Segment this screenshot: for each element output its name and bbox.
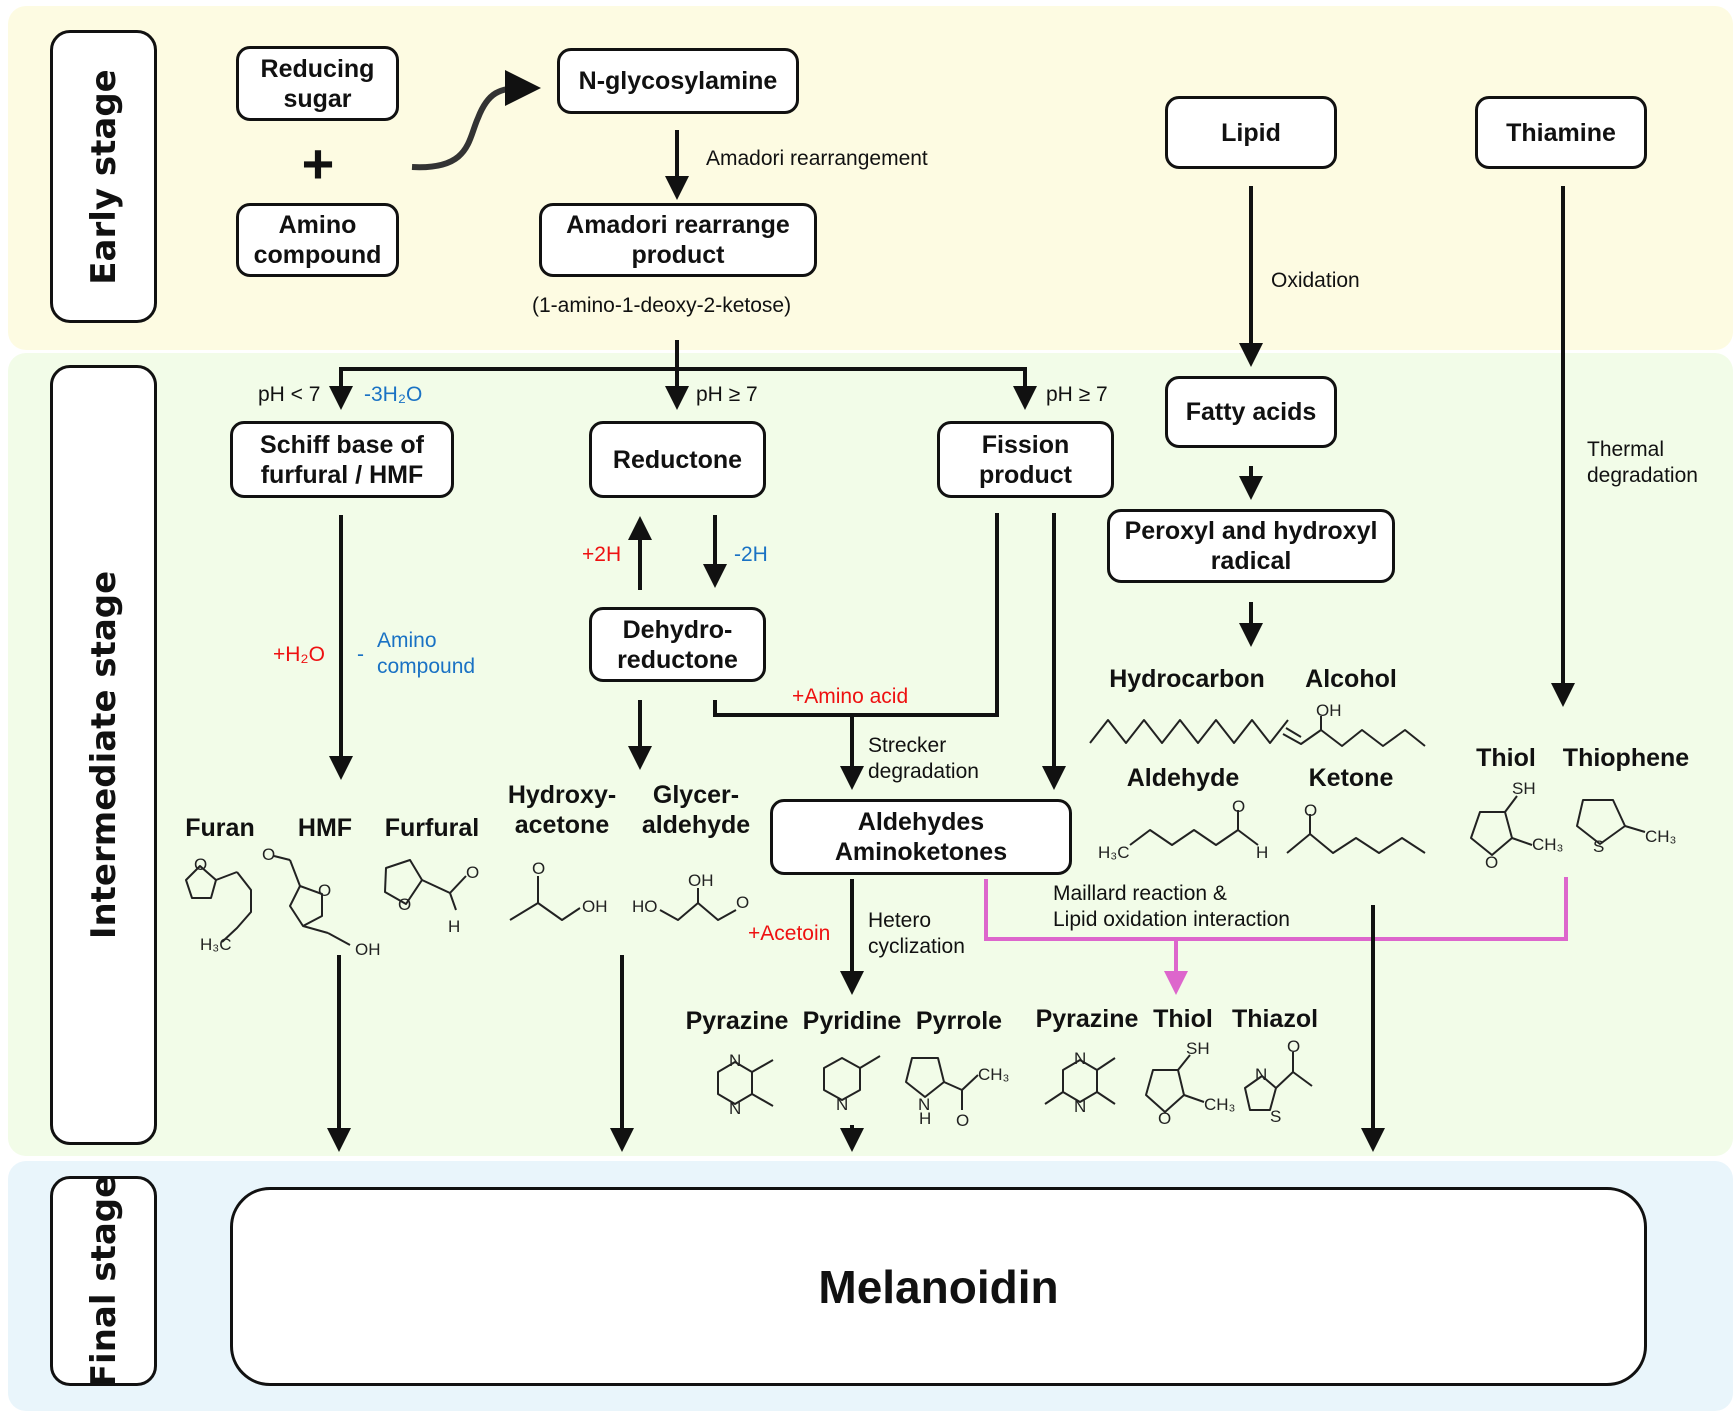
thermal-degradation-label: Thermal degradation <box>1587 438 1698 487</box>
final-stage-text: Final stage <box>83 1174 124 1388</box>
pyrrole-name: Pyrrole <box>915 1007 1003 1035</box>
early-stage-text: Early stage <box>83 68 124 285</box>
strecker-degradation-label: Strecker degradation <box>868 734 979 783</box>
intermediate-stage-label: Intermediate stage <box>50 365 157 1145</box>
amino-compound-node: Amino compound <box>236 203 399 277</box>
oxidation-label: Oxidation <box>1271 269 1360 292</box>
maillard-lipid-interaction-label: Maillard reaction & Lipid oxidation inte… <box>1053 882 1290 931</box>
ketone-name: Ketone <box>1308 764 1394 792</box>
n-glycosylamine-node: N-glycosylamine <box>557 48 799 114</box>
pyridine-name: Pyridine <box>802 1007 902 1035</box>
schiff-base-node: Schiff base of furfural / HMF <box>230 421 454 498</box>
ketose-label: (1-amino-1-deoxy-2-ketose) <box>532 294 792 317</box>
furan-name: Furan <box>185 814 255 842</box>
dehydroreductone-node: Dehydro- reductone <box>589 607 766 682</box>
thiazol-name: Thiazol <box>1231 1005 1319 1033</box>
aldehydes-aminoketones-node: Aldehydes Aminoketones <box>770 799 1072 875</box>
hetero-cyclization-label: Hetero cyclization <box>868 909 965 958</box>
early-stage-label: Early stage <box>50 30 157 323</box>
plus-2h-label: +2H <box>582 543 622 566</box>
minus-3h2o-label: -3H₂O <box>364 383 423 406</box>
plus-amino-acid-label: +Amino acid <box>792 685 909 708</box>
furfural-name: Furfural <box>384 814 480 842</box>
pyrazine-name-1: Pyrazine <box>685 1007 789 1035</box>
hydroxyacetone-name: Hydroxy- acetone <box>507 781 617 839</box>
thiol-name-2: Thiol <box>1153 1005 1213 1033</box>
glyceraldehyde-name: Glycer- aldehyde <box>641 781 751 839</box>
hmf-name: HMF <box>297 814 353 842</box>
fatty-acids-node: Fatty acids <box>1165 376 1337 448</box>
thiol-name-1: Thiol <box>1476 744 1536 772</box>
plus-h2o-label: +H₂O <box>273 643 325 666</box>
thiamine-node: Thiamine <box>1475 96 1647 169</box>
pyrazine-name-2: Pyrazine <box>1035 1005 1139 1033</box>
lipid-node: Lipid <box>1165 96 1337 169</box>
ph-below-7-label: pH < 7 <box>258 383 321 406</box>
alcohol-name: Alcohol <box>1305 665 1397 693</box>
intermediate-stage-text: Intermediate stage <box>83 570 124 940</box>
melanoidin-node: Melanoidin <box>230 1187 1647 1386</box>
amino-compound-removed-label: Amino compound <box>377 629 476 678</box>
amadori-rearrangement-label: Amadori rearrangement <box>706 147 928 170</box>
amadori-product-node: Amadori rearrange product <box>539 203 817 277</box>
minus-sign-label: - <box>357 643 364 666</box>
peroxyl-radical-node: Peroxyl and hydroxyl radical <box>1107 509 1395 583</box>
final-stage-label: Final stage <box>50 1174 157 1388</box>
aldehyde-name: Aldehyde <box>1126 764 1240 792</box>
ph-above-7-label-2: pH ≥ 7 <box>1046 383 1108 406</box>
reductone-node: Reductone <box>589 421 766 498</box>
ph-above-7-label-1: pH ≥ 7 <box>696 383 758 406</box>
hydrocarbon-name: Hydrocarbon <box>1109 665 1265 693</box>
plus-sign: + <box>301 132 335 195</box>
fission-product-node: Fission product <box>937 421 1114 498</box>
thiophene-name: Thiophene <box>1562 744 1690 772</box>
minus-2h-label: -2H <box>734 543 768 566</box>
reducing-sugar-node: Reducing sugar <box>236 46 399 121</box>
plus-acetoin-label: +Acetoin <box>748 922 831 945</box>
